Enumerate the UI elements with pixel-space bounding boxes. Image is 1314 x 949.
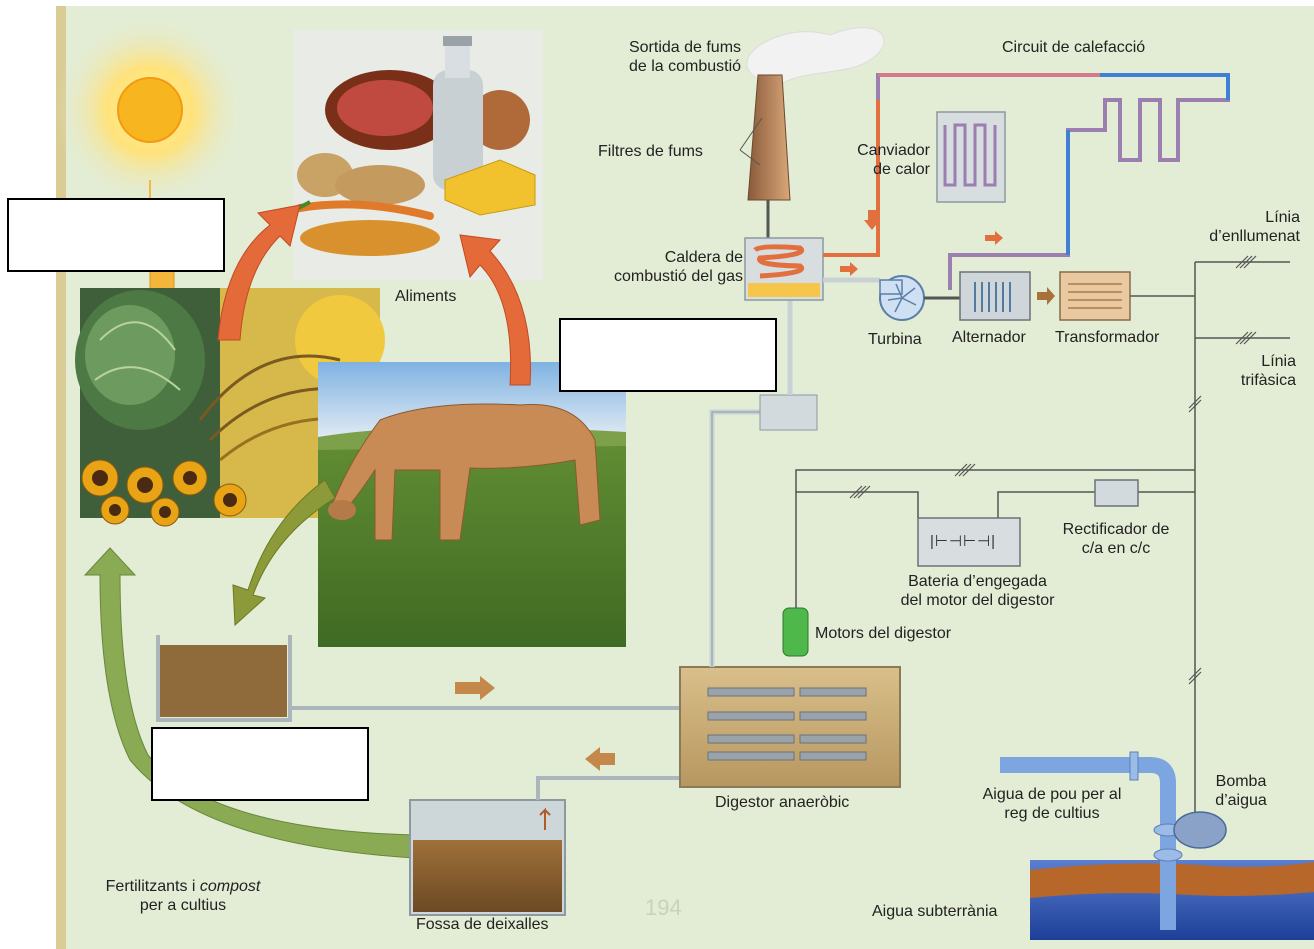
transformer	[1059, 271, 1131, 321]
cow-image	[318, 362, 626, 647]
digester-tank	[679, 666, 901, 788]
heat-exchanger	[936, 111, 1006, 203]
battery	[917, 517, 1021, 567]
flow-arrow-to-pit	[585, 747, 615, 771]
label-groundwater: Aigua subterrània	[872, 903, 998, 920]
label-waste-pit: Fossa de deixalles	[416, 916, 549, 933]
gas-purifier	[759, 394, 818, 431]
alternator	[959, 271, 1031, 321]
rectifier	[1094, 479, 1139, 507]
label-turbine: Turbina	[868, 331, 922, 348]
battery-symbol: |⊢⊣⊢⊣|	[930, 533, 997, 550]
food-image	[293, 30, 543, 280]
label-digester: Digestor anaeròbic	[715, 794, 850, 811]
chimney	[746, 27, 885, 238]
sun-icon	[55, 15, 245, 205]
waste-pit	[409, 776, 680, 916]
label-heating-circuit: Circuit de calefacció	[1002, 39, 1146, 56]
manure-tank	[156, 635, 680, 722]
page-number: 194	[645, 895, 682, 920]
label-transformer: Transformador	[1055, 329, 1160, 346]
crops-to-food-arrow	[217, 204, 301, 341]
label-alternator: Alternador	[952, 329, 1026, 346]
blank-box-manure[interactable]	[151, 727, 369, 801]
gas-boiler	[744, 237, 824, 301]
label-fertilizers: Fertilitzants i compost per a cultius	[105, 878, 261, 914]
cow-to-tank-arrow	[232, 479, 336, 627]
blank-box-sun[interactable]	[7, 198, 225, 272]
cow-to-food-arrow	[459, 234, 531, 386]
flow-arrow-to-digester	[455, 676, 495, 700]
water-pump	[1000, 751, 1314, 940]
digester-motor	[782, 607, 809, 657]
blank-box-biogas[interactable]	[559, 318, 777, 392]
label-digester-motors: Motors del digestor	[815, 625, 952, 642]
label-smoke-filters: Filtres de fums	[598, 143, 703, 160]
turbine	[879, 275, 925, 321]
label-food: Aliments	[395, 288, 457, 305]
